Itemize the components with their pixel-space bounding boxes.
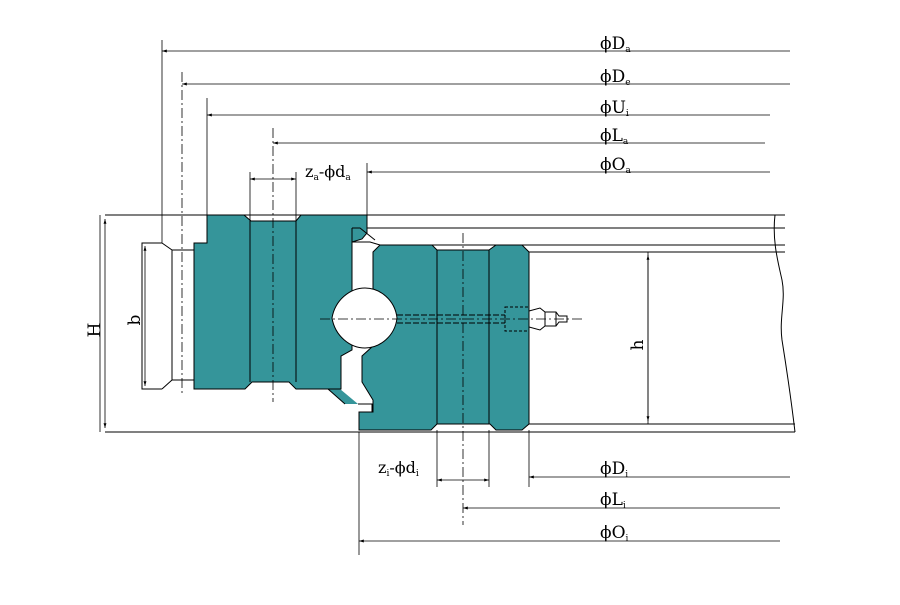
seal-lip	[328, 389, 358, 404]
dim-label-Da: ϕDa	[600, 34, 631, 55]
dim-label-Oi: ϕOi	[600, 523, 629, 544]
dimension-lines	[103, 49, 790, 543]
dim-label-De: ϕDe	[600, 67, 631, 88]
cross-section-fills	[194, 215, 529, 430]
section-outlines	[105, 214, 796, 433]
dim-label-h: h	[628, 339, 648, 350]
dim-label-b: b	[125, 314, 145, 325]
dim-label-inner-bolts: zi-ϕdi	[378, 458, 419, 479]
dim-label-La: ϕLa	[600, 126, 629, 147]
inner-ring-section	[359, 245, 529, 430]
dim-label-H: H	[85, 323, 105, 338]
dim-label-Ui: ϕUi	[600, 98, 629, 119]
dim-label-Oa: ϕOa	[600, 155, 632, 176]
dimension-labels: ϕDa ϕDe ϕUi ϕLa ϕOa ϕDi ϕLi ϕOi za-ϕda z…	[85, 34, 648, 544]
dim-label-outer-bolts: za-ϕda	[305, 162, 351, 183]
dim-label-Di: ϕDi	[600, 459, 628, 480]
center-lines	[181, 72, 585, 525]
outer-ring-section	[194, 215, 367, 389]
dim-label-Li: ϕLi	[600, 490, 626, 511]
